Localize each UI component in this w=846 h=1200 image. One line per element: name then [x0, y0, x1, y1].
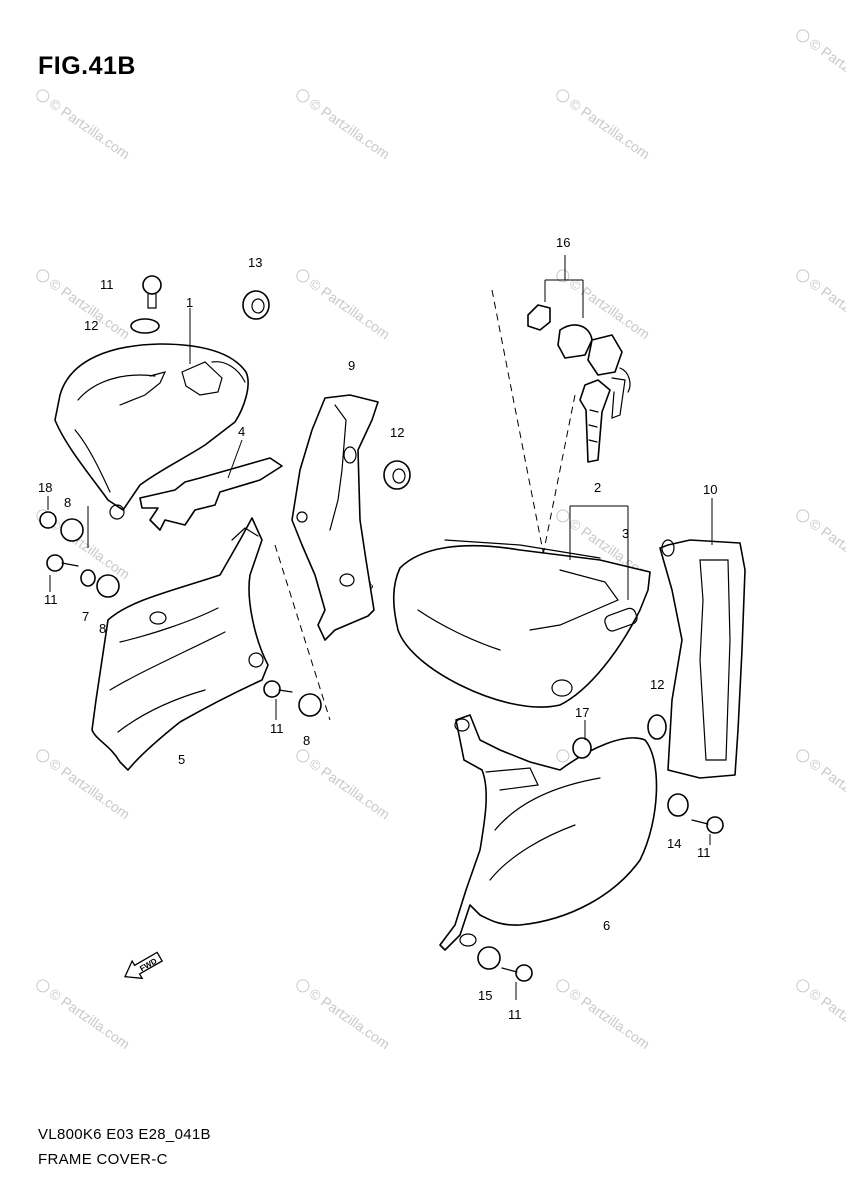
callout-17: 17 — [575, 705, 589, 720]
watermark: © Partzilla.com — [306, 755, 392, 822]
washer-7 — [80, 569, 96, 587]
figure-title: FIG.41B — [38, 52, 136, 80]
callout-11: 11 — [508, 1007, 522, 1022]
callout-11: 11 — [100, 277, 114, 292]
grommet-13 — [242, 290, 270, 320]
watermark: © Partzilla.com — [806, 275, 846, 342]
callout-9: 9 — [348, 358, 355, 373]
forward-arrow: FWD — [124, 951, 164, 980]
grommet-12-mid — [383, 460, 411, 490]
bolt-11-center — [263, 680, 281, 698]
leader-lines — [47, 255, 713, 1000]
callout-11: 11 — [270, 721, 284, 736]
callout-18: 18 — [38, 480, 52, 495]
cushion-14 — [667, 793, 689, 817]
callout-12: 12 — [650, 677, 664, 692]
bolt-11-left-shaft — [61, 562, 79, 567]
part-2-right-frame-cover — [392, 539, 651, 708]
grommet-12-right — [647, 714, 667, 740]
watermark-layer: © Partzilla.com © Partzilla.com © Partzi… — [36, 29, 846, 1052]
cushion-8-center — [298, 693, 322, 717]
callout-11: 11 — [697, 845, 711, 860]
watermark: © Partzilla.com — [806, 755, 846, 822]
callout-8: 8 — [303, 733, 310, 748]
callout-16: 16 — [556, 235, 570, 250]
part-6-right-frame-cover-lower — [439, 714, 658, 951]
part-1-left-frame-cover-upper — [54, 343, 249, 520]
part-16-lock-set — [527, 304, 631, 463]
grommet-17 — [572, 737, 592, 759]
section-name: FRAME COVER-C — [38, 1151, 168, 1168]
watermark: © Partzilla.com — [566, 985, 652, 1052]
dashed-line — [274, 544, 331, 721]
callout-4: 4 — [238, 424, 245, 439]
callout-8: 8 — [99, 621, 106, 636]
callout-6: 6 — [603, 918, 610, 933]
watermark: © Partzilla.com — [306, 275, 392, 342]
watermark: © Partzilla.com — [566, 95, 652, 162]
watermark: © Partzilla.com — [806, 515, 846, 582]
watermark: © Partzilla.com — [46, 985, 132, 1052]
callout-8: 8 — [64, 495, 71, 510]
watermark: © Partzilla.com — [306, 95, 392, 162]
callout-14: 14 — [667, 836, 681, 851]
bolt-11-top — [142, 275, 162, 295]
part-10-side-panel — [659, 539, 746, 779]
bolt-11-right-shaft — [691, 819, 709, 825]
callout-2: 2 — [594, 480, 601, 495]
callout-5: 5 — [178, 752, 185, 767]
part-9-bracket — [291, 394, 379, 641]
callout-1: 1 — [186, 295, 193, 310]
cushion-8-left-top — [60, 518, 84, 542]
cushion-15 — [477, 946, 501, 970]
callout-11: 11 — [44, 592, 58, 607]
callouts: 1 2 3 4 5 6 7 8 8 8 9 10 11 11 11 11 11 … — [38, 235, 717, 1022]
callout-15: 15 — [478, 988, 492, 1003]
watermark: © Partzilla.com — [806, 35, 846, 102]
watermark: © Partzilla.com — [46, 755, 132, 822]
bolt-11-center-shaft — [278, 689, 293, 693]
bolt-11-bottom-shaft — [501, 967, 518, 973]
bolt-11-left — [46, 554, 64, 572]
part-4-gasket — [139, 457, 283, 531]
callout-7: 7 — [82, 609, 89, 624]
bolt-11-top-shaft — [147, 293, 157, 309]
bolt-11-bottom — [515, 964, 533, 982]
callout-12: 12 — [84, 318, 98, 333]
bolt-11-right — [706, 816, 724, 834]
grommet-12-top — [130, 318, 160, 334]
watermark: © Partzilla.com — [306, 985, 392, 1052]
watermark: © Partzilla.com — [46, 95, 132, 162]
drawing-code: VL800K6 E03 E28_041B — [38, 1126, 211, 1143]
callout-13: 13 — [248, 255, 262, 270]
small-hardware — [39, 275, 724, 982]
callout-12: 12 — [390, 425, 404, 440]
watermark: © Partzilla.com — [806, 985, 846, 1052]
cushion-8-left-bottom — [96, 574, 120, 598]
nut-18 — [39, 511, 57, 529]
callout-10: 10 — [703, 482, 717, 497]
part-5-left-frame-cover-lower — [91, 517, 269, 771]
callout-3: 3 — [622, 526, 629, 541]
